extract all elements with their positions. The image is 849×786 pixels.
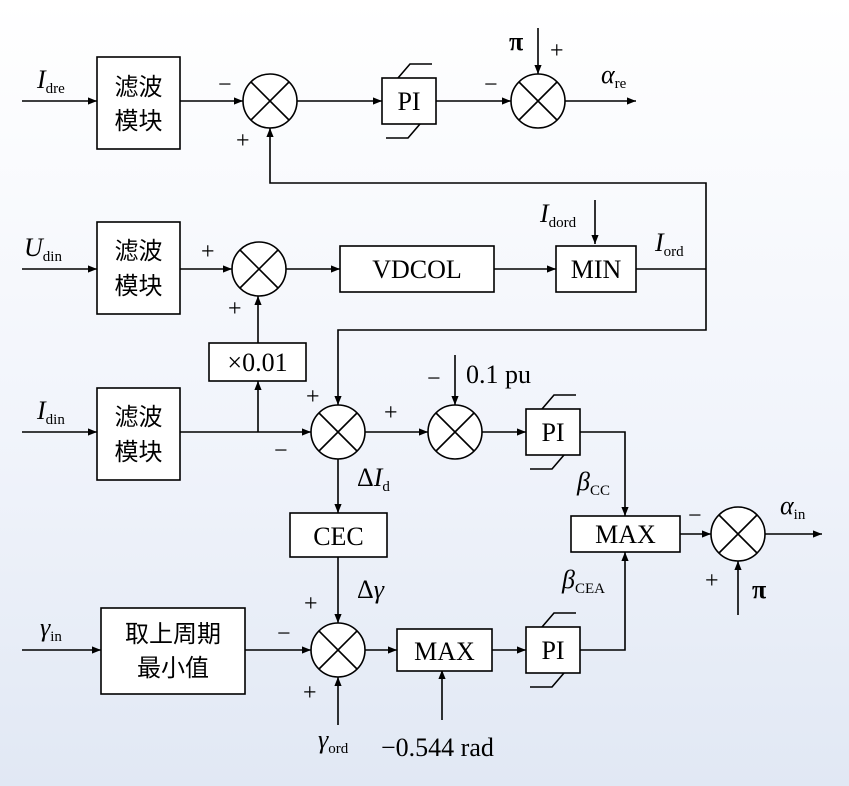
- filter-block-1-line1: 滤波: [115, 73, 163, 101]
- label-i-dre: Idre: [36, 65, 65, 97]
- min-block: MIN: [555, 245, 637, 293]
- label-beta-cc: βCC: [576, 467, 610, 499]
- filter-block-3: 滤波 模块: [96, 387, 181, 481]
- pi-block-2: PI: [525, 394, 581, 470]
- sign-sum7-left: −: [688, 503, 702, 529]
- wire-iord-to-sum4: [334, 269, 707, 405]
- filter-block-1: 滤波 模块: [96, 56, 181, 150]
- wire-iord-feedback-sum1: [266, 128, 707, 269]
- label-alpha-re: αre: [601, 60, 627, 92]
- junction-signs: − + − + + + + − + − + − + − +: [201, 38, 719, 706]
- sign-sum4-top: +: [306, 384, 320, 410]
- label-delta-i-d: ΔId: [357, 463, 390, 495]
- sign-sum1-left: −: [218, 72, 232, 98]
- pi-block-2-label: PI: [541, 418, 564, 447]
- label-rad-ref: −0.544 rad: [381, 733, 494, 762]
- sign-sum3-left: +: [201, 239, 215, 265]
- max-block-1-label: MAX: [414, 637, 475, 666]
- cec-block: CEC: [289, 512, 388, 558]
- max-block-2: MAX: [570, 515, 681, 553]
- sign-sum7-bottom: +: [705, 568, 719, 594]
- pi-block-3: PI: [525, 612, 581, 688]
- sign-sum3-bottom: +: [228, 296, 242, 322]
- max-block-2-label: MAX: [595, 520, 656, 549]
- sum-junction-5: [427, 404, 483, 460]
- label-u-din: Udin: [24, 233, 62, 265]
- sign-sum6-top: +: [304, 591, 318, 617]
- signal-wires: [22, 28, 822, 725]
- sign-sum6-bottom: +: [303, 680, 317, 706]
- sum-junction-2: [510, 73, 566, 129]
- label-pi-bottom: π: [752, 575, 766, 604]
- max-block-1: MAX: [396, 628, 493, 672]
- sign-sum5-left: +: [384, 400, 398, 426]
- filter-block-1-line2: 模块: [115, 107, 163, 135]
- filter-block-2-line2: 模块: [115, 272, 163, 300]
- sign-sum5-top: −: [427, 366, 441, 392]
- pi-block-1-label: PI: [397, 87, 420, 116]
- sum-junction-7: [710, 506, 766, 562]
- scale-label: ×0.01: [227, 348, 287, 377]
- label-alpha-in: αin: [780, 491, 806, 523]
- sign-sum6-left: −: [277, 621, 291, 647]
- pi-block-1: PI: [381, 63, 437, 139]
- wire-pi2-to-max2: [580, 431, 629, 516]
- sign-sum1-bottom: +: [236, 128, 250, 154]
- label-gamma-in: γin: [40, 613, 62, 645]
- vdcol-block: VDCOL: [339, 245, 495, 293]
- label-pu-ref: 0.1 pu: [466, 360, 531, 389]
- sign-sum2-left: −: [484, 72, 498, 98]
- sign-sum4-left: −: [274, 438, 288, 464]
- filter-block-2-line1: 滤波: [115, 237, 163, 265]
- cec-label: CEC: [313, 522, 364, 551]
- sum-junction-6: [310, 622, 366, 678]
- sign-sum2-top: +: [550, 38, 564, 64]
- label-pi-top: π: [509, 27, 523, 56]
- wire-pi3-to-max2: [580, 552, 629, 651]
- prev-cycle-min-line1: 取上周期: [125, 620, 221, 648]
- filter-block-2: 滤波 模块: [96, 221, 181, 315]
- label-delta-gamma: Δγ: [357, 575, 385, 604]
- label-beta-cea: βCEA: [561, 565, 605, 597]
- prev-cycle-min-line2: 最小值: [137, 654, 209, 682]
- prev-cycle-min-block: 取上周期 最小值: [100, 607, 246, 695]
- label-i-din: Idin: [36, 396, 65, 428]
- filter-block-3-line1: 滤波: [115, 403, 163, 431]
- sum-junction-1: [242, 73, 298, 129]
- vdcol-label: VDCOL: [372, 255, 462, 284]
- label-i-ord: Iord: [654, 228, 684, 260]
- sum-junction-4: [310, 404, 366, 460]
- label-i-dord: Idord: [539, 199, 577, 231]
- label-gamma-ord: γord: [318, 725, 349, 757]
- pi-block-3-label: PI: [541, 636, 564, 665]
- min-label: MIN: [571, 255, 622, 284]
- filter-block-3-line2: 模块: [115, 438, 163, 466]
- sum-junction-3: [231, 241, 287, 297]
- scale-block: ×0.01: [208, 342, 307, 382]
